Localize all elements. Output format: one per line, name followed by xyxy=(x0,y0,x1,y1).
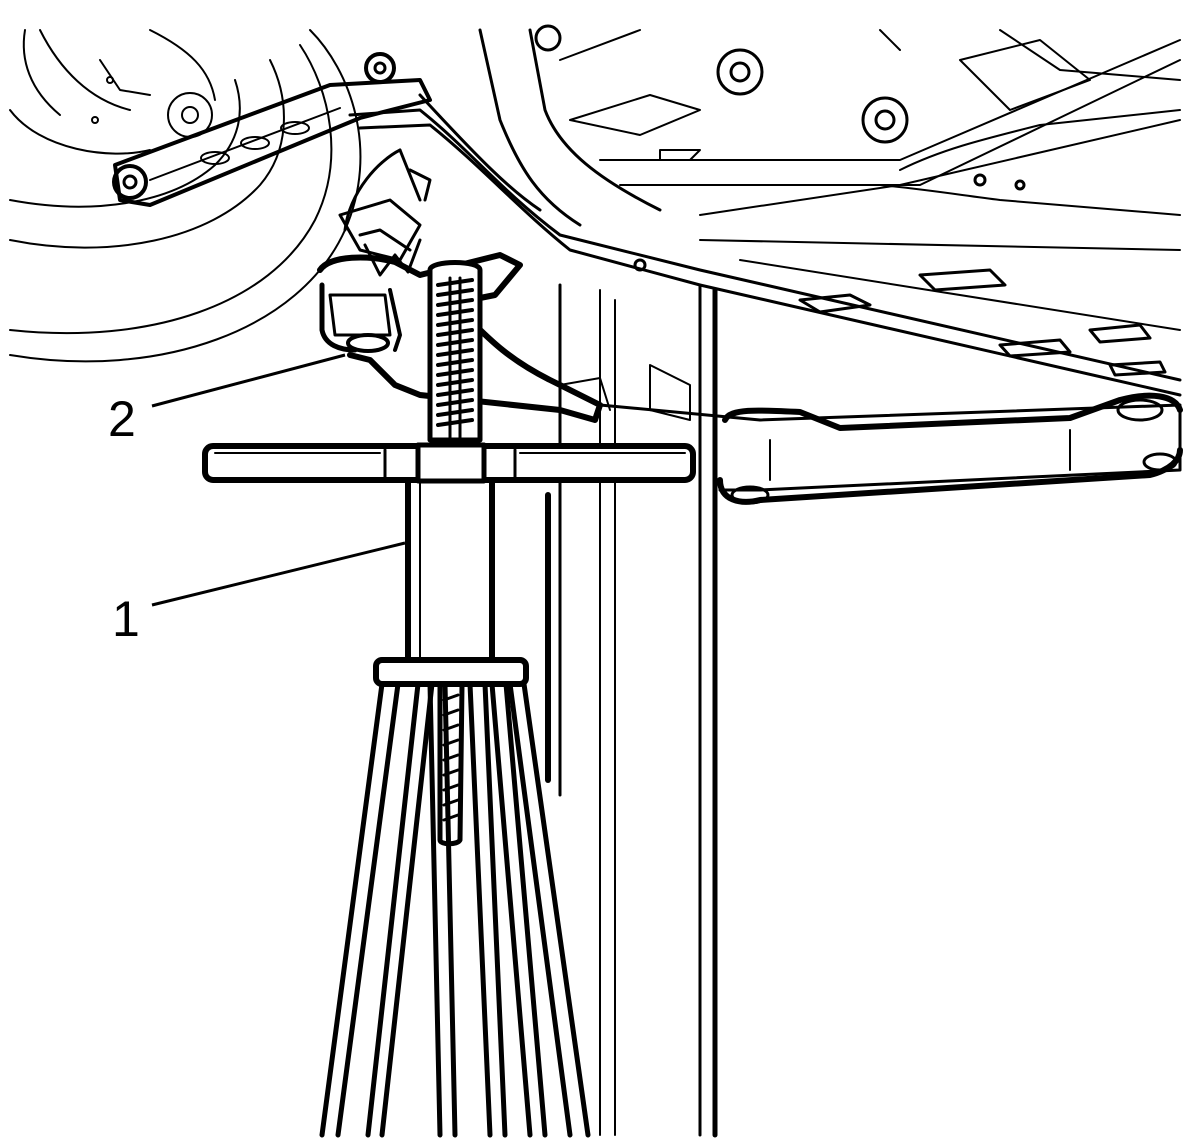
callout-1-leader xyxy=(151,541,406,607)
stand-column xyxy=(373,479,529,847)
rocker-panel xyxy=(348,28,1182,1138)
lift-column xyxy=(545,283,616,1136)
callout-2-leader xyxy=(151,353,346,408)
floor-pan xyxy=(559,29,1181,331)
callout-2: 2 xyxy=(108,353,346,447)
callout-2-label: 2 xyxy=(108,391,136,447)
floor-plugs xyxy=(534,24,1167,377)
suspension-bracket xyxy=(338,148,432,277)
rear-tire xyxy=(9,29,362,363)
control-arm xyxy=(112,52,432,207)
t-handle xyxy=(202,442,696,484)
callout-1: 1 xyxy=(112,541,406,647)
vehicle-underbody xyxy=(9,24,1183,1138)
stand-legs xyxy=(319,681,591,1138)
jack-screw xyxy=(427,260,483,443)
jack-stand xyxy=(202,260,696,1138)
callout-1-label: 1 xyxy=(112,591,140,647)
